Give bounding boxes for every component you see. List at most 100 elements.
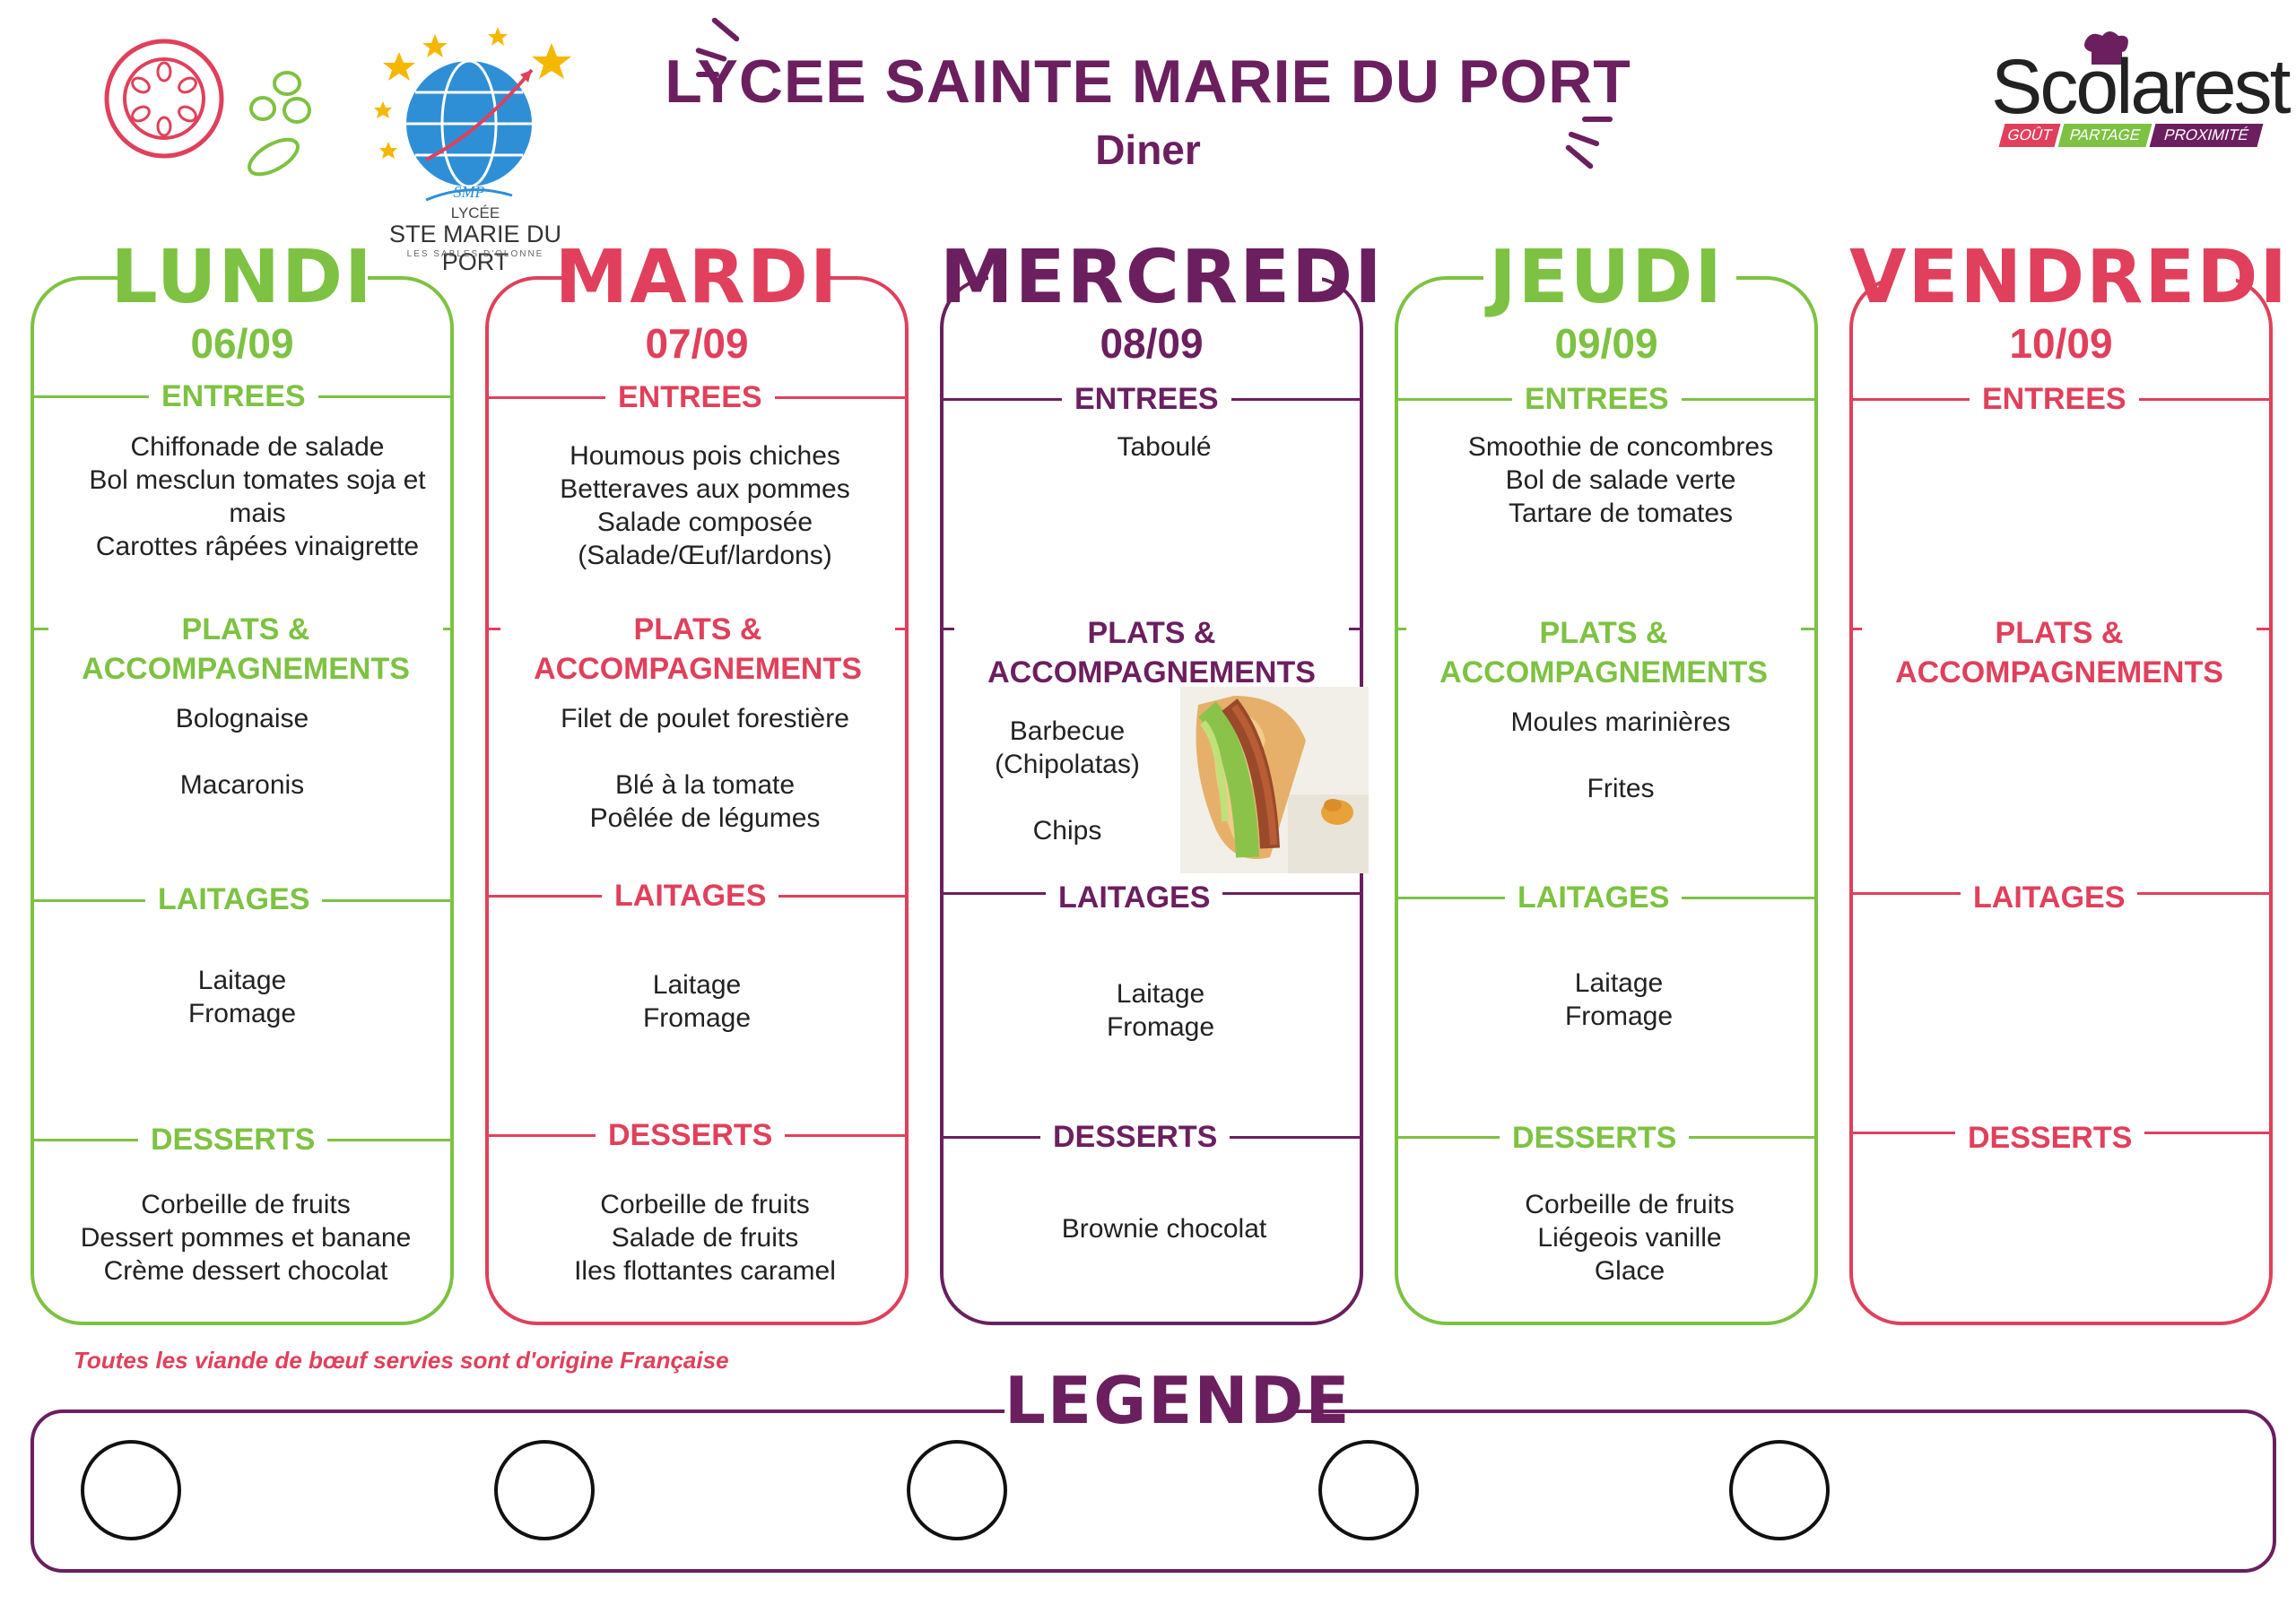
legend-circle bbox=[907, 1440, 1007, 1540]
section-label-entrees: ENTREES bbox=[149, 377, 318, 415]
section-label-line: PLATS & bbox=[1066, 613, 1237, 653]
brand-logo-text: Scolarest bbox=[1991, 44, 2292, 130]
school-logo-line2: STE MARIE DU PORT bbox=[388, 221, 562, 275]
day-date: 08/09 bbox=[1100, 320, 1204, 367]
section-label-entrees: ENTREES bbox=[605, 378, 775, 416]
menu-item: (Chipolatas) bbox=[995, 750, 1140, 779]
plats-list: Barbecue (Chipolatas) Chips bbox=[969, 715, 1166, 847]
entrees-list: Chiffonade de salade Bol mesclun tomates… bbox=[30, 430, 484, 563]
day-card-vendredi bbox=[1849, 271, 2273, 1325]
menu-item: Chips bbox=[1032, 816, 1102, 846]
menu-item: Moules marinières bbox=[1510, 707, 1731, 737]
menu-item: Brownie chocolat bbox=[1061, 1214, 1267, 1244]
section-label-desserts: DESSERTS bbox=[1955, 1119, 2145, 1157]
menu-item: Corbeille de fruits bbox=[600, 1190, 810, 1219]
menu-item: Glace bbox=[1594, 1256, 1665, 1286]
menu-item: Bol mesclun tomates soja et bbox=[89, 465, 426, 495]
laitages-list: Laitage Fromage bbox=[485, 968, 909, 1035]
menu-item: Iles flottantes caramel bbox=[574, 1256, 836, 1286]
menu-item: Corbeille de fruits bbox=[1525, 1190, 1735, 1219]
menu-item: mais bbox=[229, 499, 286, 528]
day-name: LUNDI bbox=[110, 235, 374, 320]
menu-item: Houmous pois chiches bbox=[570, 441, 840, 471]
school-logo-line3: LES SABLES D'OLONNE bbox=[406, 249, 544, 259]
legend-circle bbox=[494, 1440, 595, 1540]
menu-item: Frites bbox=[1587, 774, 1655, 803]
section-label-desserts: DESSERTS bbox=[138, 1121, 328, 1158]
section-label-line: ACCOMPAGNEMENTS bbox=[1895, 655, 2223, 690]
school-logo: SMP bbox=[374, 27, 571, 202]
menu-item: Crème dessert chocolat bbox=[103, 1256, 388, 1286]
brand-tag: PARTAGE bbox=[2057, 124, 2152, 147]
menu-item: Carottes râpées vinaigrette bbox=[95, 532, 420, 561]
laitages-list: Laitage Fromage bbox=[940, 977, 1381, 1044]
legend-title: LEGENDE bbox=[1004, 1363, 1352, 1438]
menu-item: Laitage bbox=[197, 966, 287, 995]
menu-item: Barbecue bbox=[1009, 716, 1126, 746]
section-label-plats: PLATS & ACCOMPAGNEMENTS bbox=[500, 610, 895, 689]
menu-item: Laitage bbox=[652, 970, 742, 1000]
day-card-jeudi bbox=[1395, 271, 1818, 1325]
school-logo-line1: LYCÉE bbox=[450, 204, 500, 221]
menu-item: Fromage bbox=[1106, 1012, 1215, 1042]
menu-item: Laitage bbox=[1574, 968, 1664, 998]
section-label-line: PLATS & bbox=[1974, 613, 2144, 653]
menu-item: Liégeois vanille bbox=[1537, 1223, 1722, 1253]
legend-circle bbox=[1318, 1440, 1419, 1540]
section-label-desserts: DESSERTS bbox=[1500, 1119, 1690, 1157]
menu-item: Salade composée bbox=[596, 507, 813, 537]
menu-item: Fromage bbox=[1564, 1002, 1674, 1031]
legend-circle bbox=[1729, 1440, 1830, 1540]
desserts-list: Corbeille de fruits Salade de fruits Ile… bbox=[485, 1188, 925, 1288]
tomato-slice-icon bbox=[104, 39, 224, 159]
brand-tag: GOÛT bbox=[1998, 124, 2061, 147]
section-label-plats: PLATS & ACCOMPAGNEMENTS bbox=[1406, 613, 1801, 692]
menu-item: Macaronis bbox=[179, 770, 305, 800]
menu-item: Taboulé bbox=[1117, 432, 1212, 462]
section-label-laitages: LAITAGES bbox=[145, 880, 323, 918]
section-label-plats: PLATS & ACCOMPAGNEMENTS bbox=[1862, 613, 2257, 692]
menu-item: Dessert pommes et banane bbox=[80, 1223, 412, 1253]
section-label-laitages: LAITAGES bbox=[602, 877, 779, 915]
section-label-line: ACCOMPAGNEMENTS bbox=[534, 652, 862, 686]
section-label-laitages: LAITAGES bbox=[1961, 879, 2138, 916]
day-date: 06/09 bbox=[190, 320, 294, 367]
menu-item: Smoothie de concombres bbox=[1467, 432, 1774, 462]
section-label-desserts: DESSERTS bbox=[596, 1116, 786, 1154]
section-label-plats: PLATS & ACCOMPAGNEMENTS bbox=[954, 613, 1349, 692]
day-name: VENDREDI bbox=[1849, 235, 2289, 320]
laitages-list: Laitage Fromage bbox=[30, 964, 454, 1030]
menu-item: Chiffonade de salade bbox=[130, 432, 385, 462]
desserts-list: Brownie chocolat bbox=[940, 1212, 1388, 1245]
menu-item: Salade de fruits bbox=[611, 1223, 799, 1253]
menu-item: Corbeille de fruits bbox=[141, 1190, 351, 1219]
menu-item: Fromage bbox=[187, 999, 297, 1028]
section-label-line: ACCOMPAGNEMENTS bbox=[82, 652, 410, 686]
menu-item bbox=[485, 735, 925, 768]
laitages-list: Laitage Fromage bbox=[1395, 967, 1843, 1033]
day-name: MARDI bbox=[554, 235, 839, 320]
section-label-line: ACCOMPAGNEMENTS bbox=[987, 655, 1316, 690]
menu-item: Blé à la tomate bbox=[614, 770, 796, 800]
section-label-desserts: DESSERTS bbox=[1040, 1118, 1231, 1156]
page-subtitle: Diner bbox=[1095, 126, 1201, 173]
menu-item: Bol de salade verte bbox=[1505, 465, 1736, 495]
day-date: 10/09 bbox=[2009, 320, 2113, 367]
section-label-laitages: LAITAGES bbox=[1505, 879, 1683, 916]
day-card-lundi bbox=[30, 271, 454, 1325]
menu-item: Betteraves aux pommes bbox=[560, 474, 850, 504]
menu-item bbox=[969, 781, 1166, 814]
entrees-list: Smoothie de concombres Bol de salade ver… bbox=[1395, 430, 1847, 530]
menu-item: Filet de poulet forestière bbox=[561, 704, 849, 733]
entrees-list: Houmous pois chiches Betteraves aux pomm… bbox=[485, 439, 925, 572]
section-label-laitages: LAITAGES bbox=[1046, 879, 1223, 916]
section-label-entrees: ENTREES bbox=[1062, 380, 1231, 418]
day-date: 07/09 bbox=[645, 320, 749, 367]
section-label-line: ACCOMPAGNEMENTS bbox=[1439, 655, 1768, 690]
school-badge: SMP bbox=[454, 183, 485, 201]
section-label-plats: PLATS & ACCOMPAGNEMENTS bbox=[48, 610, 443, 689]
chef-hat-icon bbox=[2084, 31, 2128, 65]
hotdog-photo bbox=[1180, 687, 1369, 873]
desserts-list: Corbeille de fruits Dessert pommes et ba… bbox=[30, 1188, 461, 1288]
section-label-entrees: ENTREES bbox=[1970, 380, 2139, 418]
